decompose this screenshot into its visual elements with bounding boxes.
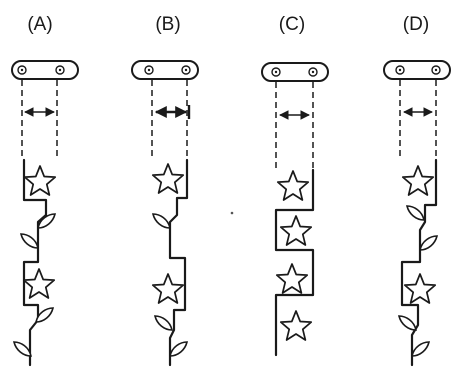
star-shape — [23, 165, 57, 196]
star-shape — [403, 273, 437, 304]
leaf-shape — [20, 233, 39, 249]
clip-holes — [271, 67, 318, 77]
leaf-shape — [13, 341, 32, 357]
vine-stem — [168, 158, 189, 367]
clip-holes — [17, 65, 65, 75]
leaf-shape — [154, 315, 173, 331]
star-shape — [151, 163, 185, 194]
clip-holes — [395, 65, 441, 75]
speck — [230, 211, 234, 215]
leaf-shape — [169, 341, 188, 357]
vine-stem — [400, 158, 438, 367]
star-shape — [276, 170, 310, 201]
option-d-label: (D) — [403, 14, 429, 35]
clip-plate — [261, 62, 329, 82]
zigzag-strip — [274, 168, 315, 357]
leaf-shape — [411, 341, 430, 357]
leaf-shape — [419, 235, 438, 251]
option-c-label: (C) — [279, 14, 305, 35]
star-shape — [151, 273, 185, 304]
star-shape — [275, 263, 309, 294]
star-shape — [279, 215, 313, 246]
option-b-label: (B) — [155, 14, 180, 35]
star-shape — [279, 310, 313, 341]
leaf-shape — [398, 315, 417, 331]
leaf-shape — [406, 205, 425, 221]
leaf-shape — [37, 213, 56, 229]
clip-plate — [11, 60, 79, 80]
leaf-shape — [152, 213, 171, 229]
option-a: (A) — [11, 14, 79, 367]
star-shape — [401, 165, 435, 196]
option-b: (B) — [131, 14, 199, 367]
option-a-label: (A) — [27, 14, 52, 35]
clip-holes — [144, 65, 191, 75]
option-d: (D) — [383, 14, 451, 367]
star-shape — [22, 268, 56, 299]
option-c: (C) — [261, 14, 329, 357]
